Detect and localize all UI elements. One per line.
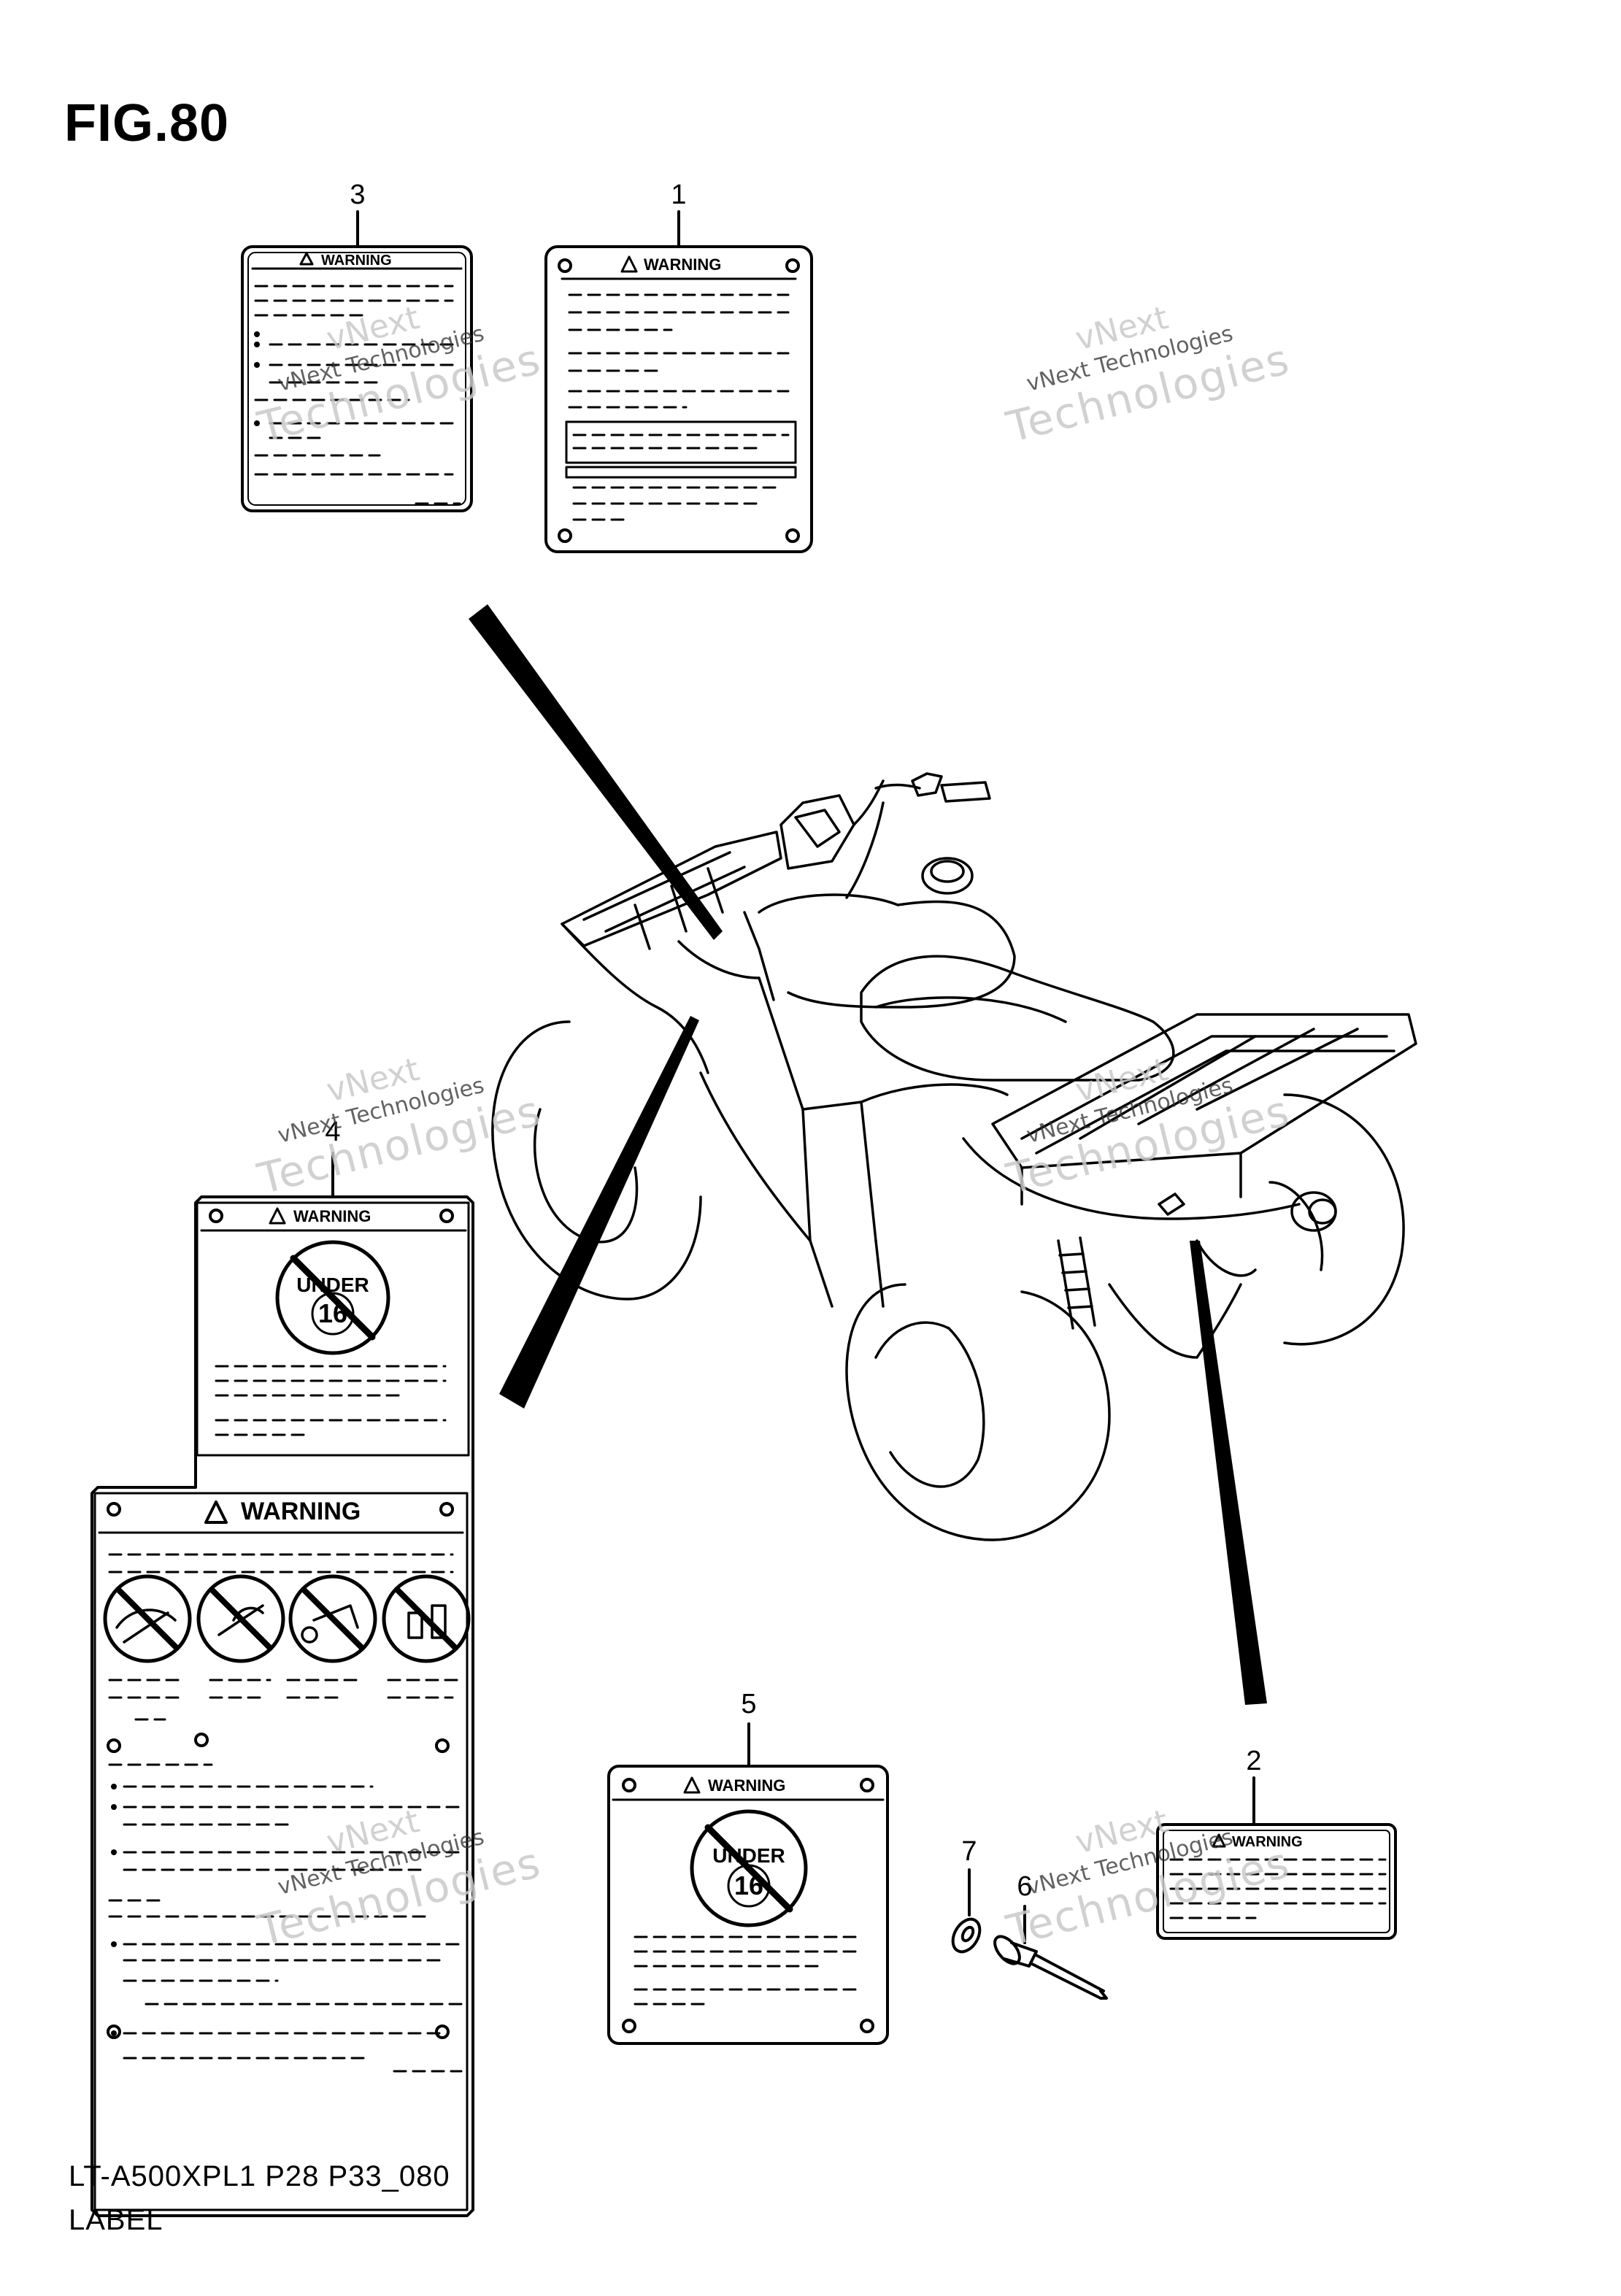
warning-triangle-icon — [269, 1207, 286, 1225]
warning-triangle-icon — [683, 1776, 701, 1794]
under-16-prohibition-icon: UNDER 16 — [275, 1240, 390, 1355]
label-1-warning-sticker: WARNING — [544, 245, 813, 553]
label-2-warning-sticker: WARNING — [1156, 1823, 1397, 1940]
no-passenger-icon — [103, 1574, 192, 1663]
atv-vehicle-illustration — [491, 772, 1417, 1541]
label-4-warning-sticker: WARNING UNDER 16 WARNING — [91, 1195, 474, 2217]
figure-caption: LABEL — [69, 2204, 163, 2236]
prohibition-pictograms — [103, 1574, 471, 1663]
label-4-under-text: UNDER — [296, 1274, 369, 1296]
callout-number-5: 5 — [741, 1689, 757, 1719]
under-16-prohibition-icon: UNDER 16 — [690, 1809, 808, 1927]
pointer-label-2 — [1190, 1241, 1267, 1705]
label-4-age-number: 16 — [318, 1298, 347, 1328]
callout-number-7: 7 — [961, 1836, 977, 1867]
callout-number-4: 4 — [325, 1117, 341, 1147]
warning-triangle-icon — [1212, 1833, 1226, 1848]
label-1-warning-text: WARNING — [644, 255, 721, 274]
pointer-wedges — [469, 604, 1267, 1705]
warning-triangle-icon — [299, 252, 314, 266]
figure-title: FIG.80 — [64, 94, 230, 153]
warning-triangle-icon — [620, 255, 638, 273]
pointer-label-1 — [469, 604, 723, 940]
no-alcohol-icon — [382, 1574, 471, 1663]
label-5-under-text: UNDER — [712, 1844, 785, 1867]
label-2-warning-text: WARNING — [1232, 1834, 1303, 1850]
label-5-age-number: 16 — [734, 1871, 763, 1900]
no-paved-road-icon — [196, 1574, 285, 1663]
no-reckless-riding-icon — [288, 1574, 377, 1663]
label-4-main-warning-text: WARNING — [241, 1498, 361, 1525]
label-3-warning-text: WARNING — [321, 253, 392, 269]
callout-number-6: 6 — [1017, 1871, 1033, 1902]
part-7-washer — [951, 1917, 982, 1954]
label-3-warning-sticker: WARNING — [241, 245, 473, 512]
callout-number-1: 1 — [671, 180, 687, 210]
label-4-top-warning-text: WARNING — [293, 1207, 371, 1225]
warning-triangle-icon — [204, 1501, 228, 1524]
part-6-rivet — [993, 1935, 1108, 2000]
label-5-warning-sticker: WARNING UNDER 16 — [607, 1765, 889, 2045]
callout-number-2: 2 — [1246, 1746, 1262, 1776]
pointer-label-4 — [499, 1016, 699, 1409]
label-5-warning-text: WARNING — [708, 1776, 785, 1795]
model-code: LT-A500XPL1 P28 P33_080 — [69, 2160, 450, 2192]
callout-number-3: 3 — [350, 180, 366, 210]
